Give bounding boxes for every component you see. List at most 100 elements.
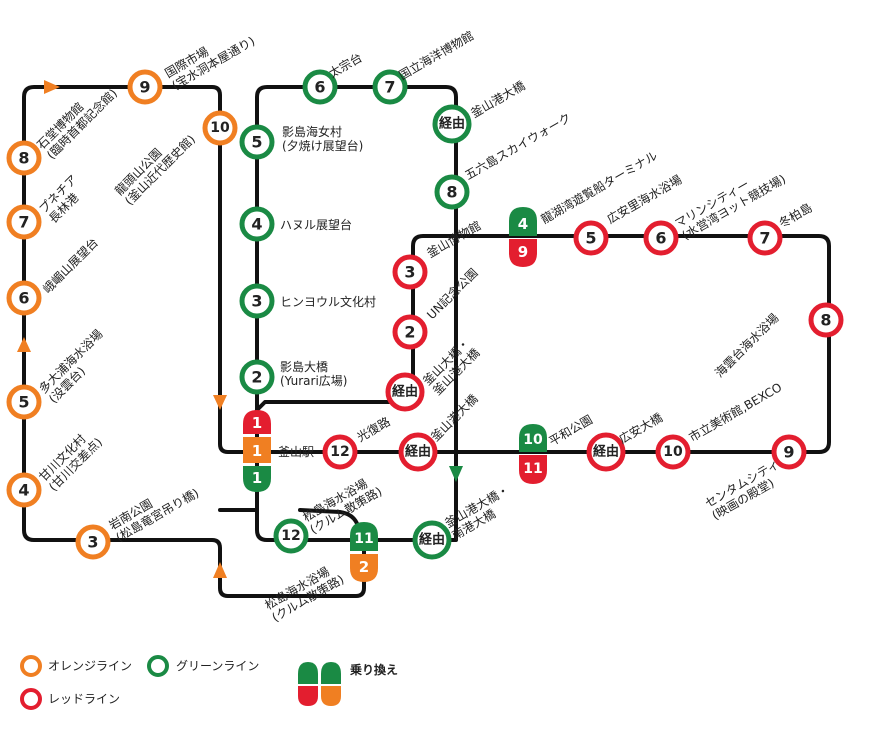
station-node-red-3[interactable]: 3 [392, 254, 428, 290]
station-label-huinyeoul: ヒンヨウル文化村 [280, 294, 376, 309]
station-label-yongho: 龍湖湾遊覧船ターミナル [538, 148, 660, 227]
station-nodes: 9 10 8 7 6 5 4 3 6 7 経由 5 8 4 3 2 12 経由 … [6, 69, 844, 582]
svg-text:レッドライン: レッドライン [48, 692, 120, 706]
station-label-gwangan-bridge: 広安大橋 [616, 410, 665, 447]
station-label-pyeonghwa: 平和公園 [547, 412, 596, 448]
svg-text:12: 12 [281, 528, 300, 544]
station-label-yeongdo-bridge: 影島大橋(Yurari広場) [280, 359, 347, 388]
green-bottom-path [255, 468, 458, 542]
svg-text:4: 4 [18, 481, 29, 500]
station-label-gwangbokro: 光復路 [354, 414, 393, 445]
station-node-green-4[interactable]: 4 [239, 206, 275, 242]
station-node-orange-4[interactable]: 4 [6, 472, 42, 508]
station-label-bexco: 市立美術館,BEXCO [686, 379, 784, 444]
station-node-green-via-2[interactable]: 経由 [412, 520, 452, 560]
svg-text:8: 8 [820, 311, 831, 330]
red-link-path [255, 400, 407, 412]
station-node-red-8[interactable]: 8 [808, 302, 844, 338]
svg-text:経由: 経由 [439, 116, 465, 132]
station-label-ryutouzan: 龍頭山公園(釜山近代歴史館) [112, 121, 199, 208]
svg-text:2: 2 [359, 558, 369, 576]
svg-text:7: 7 [759, 229, 770, 248]
station-node-red-via[interactable]: 経由 [385, 372, 425, 412]
station-label-oryukdo: 五六島スカイウォーク [462, 110, 573, 183]
station-node-red-10[interactable]: 10 [655, 434, 691, 470]
svg-text:経由: 経由 [405, 444, 431, 460]
station-label-taejongdae: 太宗台 [326, 50, 365, 81]
station-node-red-12[interactable]: 12 [322, 434, 358, 470]
svg-text:3: 3 [404, 263, 415, 282]
svg-text:乗り換え: 乗り換え [350, 662, 398, 677]
station-label-museum-ocean: 国立海洋博物館 [396, 28, 476, 83]
station-node-red-2[interactable]: 2 [392, 314, 428, 350]
station-label-gamcheon: 甘川文化村(甘川交差点) [36, 424, 106, 494]
station-node-orange-7[interactable]: 7 [6, 204, 42, 240]
station-node-red-7[interactable]: 7 [747, 220, 783, 256]
svg-text:経由: 経由 [593, 444, 619, 460]
station-node-green-8[interactable]: 8 [434, 174, 470, 210]
svg-text:10: 10 [210, 120, 230, 136]
arrow-icon [213, 395, 227, 410]
red-line-path [255, 234, 831, 454]
station-node-green-via[interactable]: 経由 [432, 104, 472, 144]
red-line-icon [20, 688, 42, 710]
station-node-orange-6[interactable]: 6 [6, 280, 42, 316]
svg-text:8: 8 [18, 149, 29, 168]
transfer-songdo[interactable]: 11 2 [350, 522, 378, 582]
svg-text:6: 6 [314, 78, 325, 97]
svg-text:6: 6 [18, 289, 29, 308]
station-label-amnam: 岩南公園(松島竜宮吊り橋) [106, 473, 201, 545]
station-node-red-9[interactable]: 9 [771, 434, 807, 470]
svg-text:9: 9 [783, 443, 794, 462]
station-node-green-7[interactable]: 7 [372, 69, 408, 105]
station-label-busan-chair: プネチア長林港 [36, 172, 90, 226]
svg-text:7: 7 [18, 213, 29, 232]
station-label-busan-station: 釜山駅 [278, 444, 314, 459]
svg-text:9: 9 [139, 78, 150, 97]
route-lines [22, 85, 831, 598]
arrow-icon [449, 466, 463, 482]
station-node-orange-8[interactable]: 8 [6, 140, 42, 176]
station-node-green-5[interactable]: 5 [239, 124, 275, 160]
svg-text:グリーンライン: グリーンライン [176, 659, 259, 673]
svg-text:11: 11 [354, 531, 373, 547]
svg-text:8: 8 [446, 183, 457, 202]
svg-text:オレンジライン: オレンジライン [48, 659, 132, 673]
station-label-centum: センタムシティ(映画の殿堂) [703, 457, 789, 523]
svg-text:4: 4 [518, 215, 528, 233]
svg-text:1: 1 [252, 414, 262, 432]
transfer-icon [298, 662, 341, 706]
station-label-dongbaek: 冬柏島 [776, 200, 815, 231]
station-node-orange-3[interactable]: 3 [75, 524, 111, 560]
svg-text:10: 10 [523, 432, 543, 448]
station-label-south-port: 釜山港大橋・南港大橋 [442, 482, 519, 543]
station-node-red-6[interactable]: 6 [643, 220, 679, 256]
svg-text:11: 11 [523, 461, 542, 477]
station-node-orange-5[interactable]: 5 [6, 384, 42, 420]
station-node-green-2[interactable]: 2 [239, 359, 275, 395]
green-line-icon [147, 655, 169, 677]
station-node-green-6[interactable]: 6 [302, 69, 338, 105]
station-label-songdo-beach1: 松島海水浴場(クルム散策路) [262, 559, 346, 624]
transfer-pyeonghwa[interactable]: 10 11 [519, 424, 547, 484]
svg-text:2: 2 [251, 368, 262, 387]
svg-text:経由: 経由 [419, 532, 445, 548]
station-label-busan-bridge: 釜山港大橋 [468, 78, 527, 121]
svg-text:7: 7 [384, 78, 395, 97]
station-node-orange-10[interactable]: 10 [202, 110, 238, 146]
legend-orange: オレンジライン [20, 655, 132, 677]
station-node-green-12[interactable]: 12 [273, 518, 309, 554]
transfer-yongho[interactable]: 4 9 [509, 207, 537, 267]
station-node-red-5[interactable]: 5 [573, 220, 609, 256]
legend-transfer: 乗り換え [298, 662, 398, 706]
transfer-busan-station[interactable]: 1 1 1 [243, 410, 271, 492]
station-label-daegyo-via: 釜山大橋・釜山港大橋 [420, 335, 483, 398]
station-node-red-via-2[interactable]: 経由 [398, 432, 438, 472]
station-node-red-via-3[interactable]: 経由 [586, 432, 626, 472]
station-label-yeongdo-haenyeo: 影島海女村(夕焼け展望台) [282, 124, 363, 153]
svg-text:2: 2 [404, 323, 415, 342]
svg-text:12: 12 [330, 444, 349, 460]
station-node-green-3[interactable]: 3 [239, 283, 275, 319]
station-node-orange-9[interactable]: 9 [127, 69, 163, 105]
